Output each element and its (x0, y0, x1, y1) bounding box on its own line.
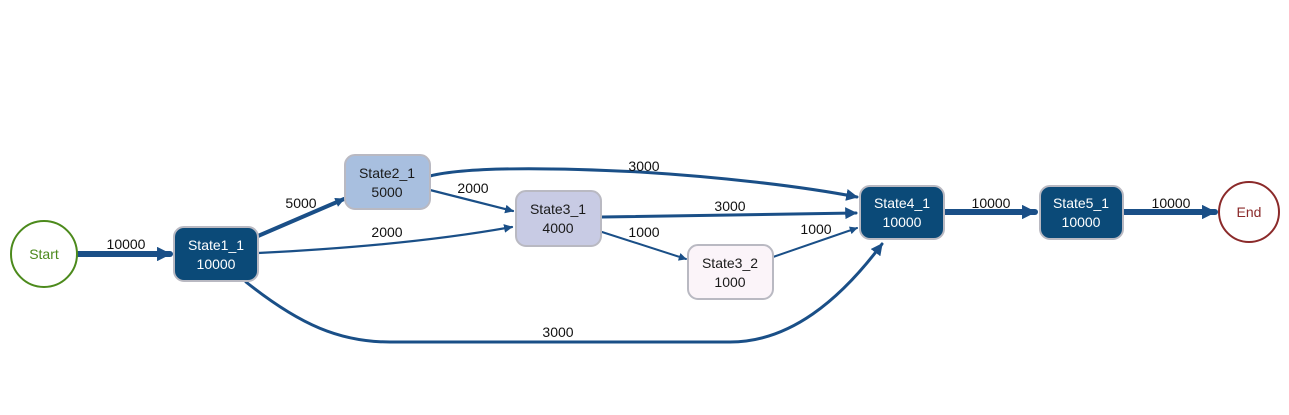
end-node[interactable]: End (1218, 181, 1280, 243)
edge-label-state1-1-state3-1: 2000 (371, 224, 402, 240)
end-node-label: End (1237, 204, 1262, 220)
edge-label-start-state1-1: 10000 (107, 236, 146, 252)
state1-1-name: State1_1 (188, 237, 244, 253)
state1-1-count: 10000 (197, 256, 236, 272)
edge-label-state3-1-state4-1: 3000 (714, 198, 745, 214)
state3-2-count: 1000 (714, 274, 745, 290)
state4-1-node[interactable]: State4_1 10000 (859, 185, 945, 240)
state2-1-name: State2_1 (359, 165, 415, 181)
state1-1-node[interactable]: State1_1 10000 (173, 226, 259, 282)
start-node-label: Start (29, 246, 59, 262)
edge-state3-2-state4-1[interactable] (772, 226, 858, 258)
edge-state3-1-state3-2[interactable] (601, 231, 687, 261)
edge-state2-1-state4-1[interactable] (428, 167, 859, 201)
state4-1-count: 10000 (883, 214, 922, 230)
state3-2-node[interactable]: State3_2 1000 (687, 244, 774, 300)
state2-1-node[interactable]: State2_1 5000 (344, 154, 431, 210)
edge-state1-1-state4-1[interactable] (244, 242, 884, 344)
state5-1-count: 10000 (1062, 214, 1101, 230)
edge-label-state3-1-state3-2: 1000 (628, 224, 659, 240)
edge-label-state4-1-state5-1: 10000 (972, 195, 1011, 211)
state5-1-node[interactable]: State5_1 10000 (1039, 185, 1124, 240)
edge-state2-1-state3-1[interactable] (428, 188, 515, 214)
state3-1-node[interactable]: State3_1 4000 (515, 190, 602, 247)
edge-label-state2-1-state4-1: 3000 (628, 158, 659, 174)
edge-labels: 10000 5000 2000 3000 2000 3000 3000 1000… (107, 158, 1191, 340)
edge-label-state5-1-end: 10000 (1152, 195, 1191, 211)
state4-1-name: State4_1 (874, 195, 930, 211)
edge-label-state2-1-state3-1: 2000 (457, 180, 488, 196)
edge-state1-1-state2-1[interactable] (256, 197, 346, 238)
edge-label-state1-1-state4-1: 3000 (542, 324, 573, 340)
state3-2-name: State3_2 (702, 255, 758, 271)
state5-1-name: State5_1 (1053, 195, 1109, 211)
edge-label-state1-1-state2-1: 5000 (285, 195, 316, 211)
state3-1-name: State3_1 (530, 201, 586, 217)
state2-1-count: 5000 (371, 184, 402, 200)
edge-state1-1-state3-1[interactable] (256, 224, 514, 255)
state3-1-count: 4000 (542, 220, 573, 236)
edge-state3-1-state4-1[interactable] (600, 207, 858, 220)
start-node[interactable]: Start (10, 220, 78, 288)
edges (75, 167, 1218, 344)
edge-label-state3-2-state4-1: 1000 (800, 221, 831, 237)
